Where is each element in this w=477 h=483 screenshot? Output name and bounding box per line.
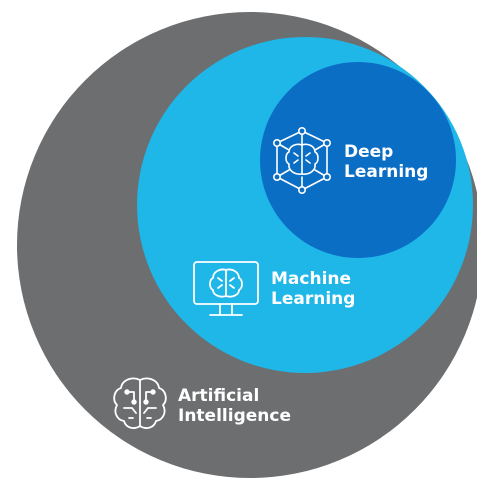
artificial-intelligence-label-line-1: Artificial <box>178 386 260 406</box>
artificial-intelligence-label-line-2: Intelligence <box>178 406 291 427</box>
dl-circle <box>260 62 456 258</box>
neural-network-brain-icon <box>272 127 331 195</box>
artificial-intelligence-label: Artificial Intelligence <box>178 386 291 427</box>
machine-learning-label-line-1: Machine <box>271 269 352 289</box>
machine-learning-label: Machine Learning <box>271 269 355 310</box>
machine-learning-label-line-2: Learning <box>271 289 356 310</box>
deep-learning-label: Deep Learning <box>344 142 428 183</box>
deep-learning-label-line-2: Learning <box>344 162 429 183</box>
monitor-brain-icon <box>193 261 259 316</box>
deep-learning-label-line-1: Deep <box>344 142 394 162</box>
brain-circuit-icon <box>113 377 167 429</box>
